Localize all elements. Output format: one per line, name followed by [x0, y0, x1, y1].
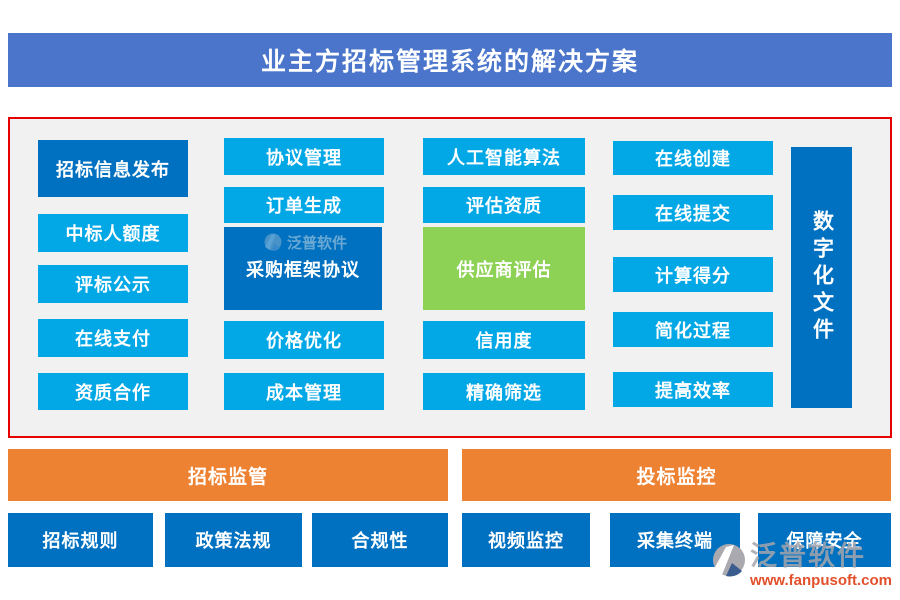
node-winner-quota: 中标人额度: [38, 214, 188, 252]
node-compliance: 合规性: [312, 513, 448, 567]
node-digital-documents: 数字化文件: [791, 147, 852, 408]
bidding-supervision-header: 招标监管: [8, 449, 448, 501]
node-simplified-process: 简化过程: [613, 312, 773, 347]
node-credit-rating: 信用度: [423, 321, 585, 359]
bid-monitoring-header: 投标监控: [462, 449, 891, 501]
node-order-generation: 订单生成: [224, 187, 384, 223]
node-efficiency-improvement: 提高效率: [613, 372, 773, 407]
node-evaluation-publicity: 评标公示: [38, 265, 188, 303]
node-online-creation: 在线创建: [613, 141, 773, 175]
node-collection-terminal: 采集终端: [610, 513, 740, 567]
node-online-submission: 在线提交: [613, 195, 773, 230]
node-security-assurance: 保障安全: [758, 513, 891, 567]
node-qualification-assessment: 评估资质: [423, 187, 585, 223]
node-policy-regulations: 政策法规: [165, 513, 302, 567]
node-score-calculation: 计算得分: [613, 257, 773, 292]
node-cost-management: 成本管理: [224, 373, 384, 410]
node-procurement-framework-agreement: 采购框架协议: [224, 227, 382, 310]
node-online-payment: 在线支付: [38, 319, 188, 357]
page-title: 业主方招标管理系统的解决方案: [8, 33, 892, 87]
node-qualification-cooperation: 资质合作: [38, 373, 188, 410]
node-bid-info-publishing: 招标信息发布: [38, 140, 188, 197]
node-bidding-rules: 招标规则: [8, 513, 153, 567]
node-precise-screening: 精确筛选: [423, 373, 585, 410]
node-agreement-management: 协议管理: [224, 138, 384, 175]
watermark-url: www.fanpusoft.com: [750, 572, 892, 589]
node-supplier-evaluation: 供应商评估: [423, 227, 585, 310]
node-price-optimization: 价格优化: [224, 321, 384, 359]
node-video-monitoring: 视频监控: [462, 513, 590, 567]
node-ai-algorithm: 人工智能算法: [423, 138, 585, 175]
